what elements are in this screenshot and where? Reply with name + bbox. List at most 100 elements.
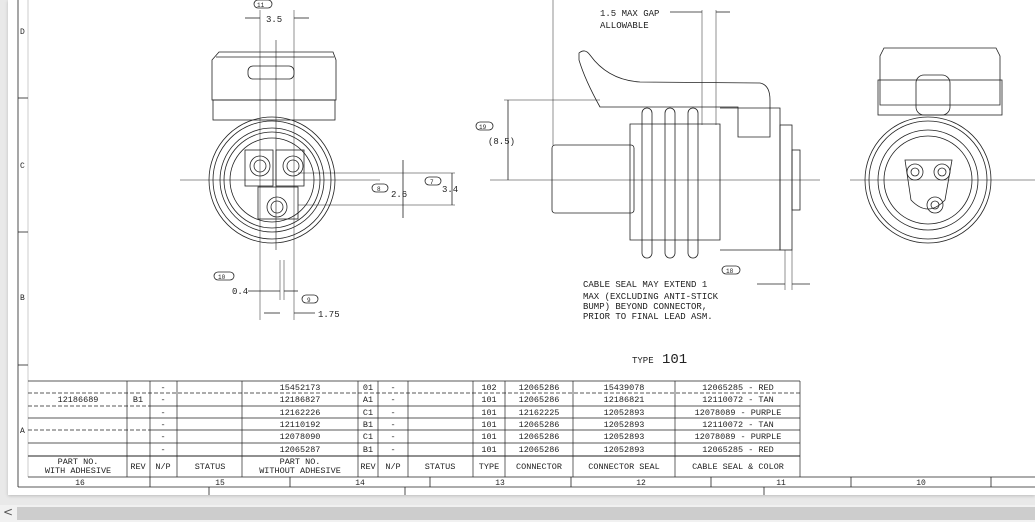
zone-col-12: 12 <box>636 479 646 488</box>
cell-part-no: 12110192 <box>280 420 321 430</box>
cell-connector: 12065286 <box>519 420 560 430</box>
note-line-2: MAX (EXCLUDING ANTI-STICK <box>583 292 719 302</box>
column-header: REV <box>360 462 376 472</box>
cell-connector: 12065286 <box>519 395 560 405</box>
cell-cable-seal: 12065285 - RED <box>702 383 773 393</box>
cell-rev: 01 <box>363 383 373 393</box>
rear-view <box>850 47 1035 244</box>
zone-col-10: 10 <box>916 479 926 488</box>
cell-type: 102 <box>481 383 496 393</box>
cell-cable-seal: 12110072 - TAN <box>702 420 773 430</box>
column-header: N/P <box>385 462 400 472</box>
dim-3-4: 3.4 <box>442 185 458 195</box>
dim-1-75: 1.75 <box>318 310 340 320</box>
cell-part-no: 12186827 <box>280 395 321 405</box>
zone-row-b: B <box>20 294 25 303</box>
dim-3-5: 3.5 <box>266 15 282 25</box>
balloon-10: 10 <box>218 274 226 281</box>
cell-type: 101 <box>481 408 496 418</box>
cell-np2: - <box>390 445 395 455</box>
cell-np2: - <box>390 432 395 442</box>
cell-rev: C1 <box>363 432 373 442</box>
column-header: CONNECTOR SEAL <box>588 462 659 472</box>
column-header: N/P <box>155 462 170 472</box>
zone-col-16: 16 <box>75 479 85 488</box>
parts-table: - 15452173 01 - 102 12065286 15439078 12065285 … <box>45 383 784 476</box>
column-header: STATUS <box>425 462 456 472</box>
column-header: CONNECTOR <box>516 462 562 472</box>
cell-np2: - <box>390 395 395 405</box>
scrollbar-thumb[interactable] <box>17 507 1035 520</box>
cell-connector: 12162225 <box>519 408 560 418</box>
zone-col-14: 14 <box>355 479 365 488</box>
balloon-9: 9 <box>307 297 311 304</box>
type-label: TYPE <box>632 356 654 366</box>
cell-connector-seal: 12052893 <box>604 432 645 442</box>
cell-type: 101 <box>481 445 496 455</box>
cell-connector-seal: 15439078 <box>604 383 645 393</box>
cell-np2: - <box>390 408 395 418</box>
note-line-1: CABLE SEAL MAY EXTEND 1 <box>583 280 707 290</box>
cell-connector: 12065286 <box>519 383 560 393</box>
cell-part-no: 12065287 <box>280 445 321 455</box>
front-view <box>180 10 455 320</box>
cell-connector-seal: 12052893 <box>604 408 645 418</box>
dim-2-6: 2.6 <box>391 190 407 200</box>
cell-connector-seal: 12052893 <box>604 445 645 455</box>
cell-connector: 12065286 <box>519 445 560 455</box>
cell-cable-seal: 12078089 - PURPLE <box>695 432 782 442</box>
cell-type: 101 <box>481 420 496 430</box>
balloon-7: 7 <box>430 179 434 186</box>
column-header: WITHOUT ADHESIVE <box>259 466 341 476</box>
cell-group-rev: B1 <box>133 395 143 405</box>
zone-col-11: 11 <box>776 479 786 488</box>
drawing-sheet: D C B A 16 15 14 13 12 11 10 <box>8 0 1035 495</box>
column-header: STATUS <box>195 462 226 472</box>
column-header: PART NO. <box>280 457 321 467</box>
column-header: WITH ADHESIVE <box>45 466 111 476</box>
cell-cable-seal: 12078089 - PURPLE <box>695 408 782 418</box>
balloon-11: 11 <box>257 2 265 9</box>
cell-cable-seal: 12110072 - TAN <box>702 395 773 405</box>
column-header: TYPE <box>479 462 499 472</box>
zone-col-15: 15 <box>215 479 225 488</box>
horizontal-scrollbar[interactable]: < <box>0 505 1035 522</box>
gap-note-line1: 1.5 MAX GAP <box>600 9 659 19</box>
parts-table-grid <box>28 380 801 477</box>
cell-connector-seal: 12186821 <box>604 395 645 405</box>
cell-cable-seal: 12065285 - RED <box>702 445 773 455</box>
zone-row-c: C <box>20 162 25 171</box>
type-number: 101 <box>662 352 687 368</box>
balloon-18: 18 <box>726 268 734 275</box>
engineering-drawing: D C B A 16 15 14 13 12 11 10 <box>17 0 1035 495</box>
cell-np2: - <box>390 383 395 393</box>
cell-np: - <box>160 383 165 393</box>
cell-rev: C1 <box>363 408 373 418</box>
column-header: REV <box>130 462 146 472</box>
balloon-19: 19 <box>479 124 487 131</box>
cell-np: - <box>160 432 165 442</box>
cell-part-no: 12162226 <box>280 408 321 418</box>
cell-part-no: 12078090 <box>280 432 321 442</box>
dim-8-5: (8.5) <box>488 137 515 147</box>
cell-np2: - <box>390 420 395 430</box>
cell-rev: B1 <box>363 420 373 430</box>
zone-row-d: D <box>20 28 25 37</box>
cell-np: - <box>160 420 165 430</box>
column-header: PART NO. <box>58 457 99 467</box>
cell-type: 101 <box>481 432 496 442</box>
cell-connector-seal: 12052893 <box>604 420 645 430</box>
side-view <box>490 0 820 290</box>
note-line-4: PRIOR TO FINAL LEAD ASM. <box>583 312 713 322</box>
cell-part-with-adhesive: 12186689 <box>58 395 99 405</box>
cell-np: - <box>160 395 165 405</box>
cell-rev: A1 <box>363 395 373 405</box>
gap-note-line2: ALLOWABLE <box>600 21 649 31</box>
dim-0-4: 0.4 <box>232 287 248 297</box>
zone-col-13: 13 <box>495 479 505 488</box>
cell-part-no: 15452173 <box>280 383 321 393</box>
cell-np: - <box>160 408 165 418</box>
cell-connector: 12065286 <box>519 432 560 442</box>
scroll-left-arrow-icon[interactable]: < <box>3 505 14 519</box>
column-header: CABLE SEAL & COLOR <box>692 462 784 472</box>
